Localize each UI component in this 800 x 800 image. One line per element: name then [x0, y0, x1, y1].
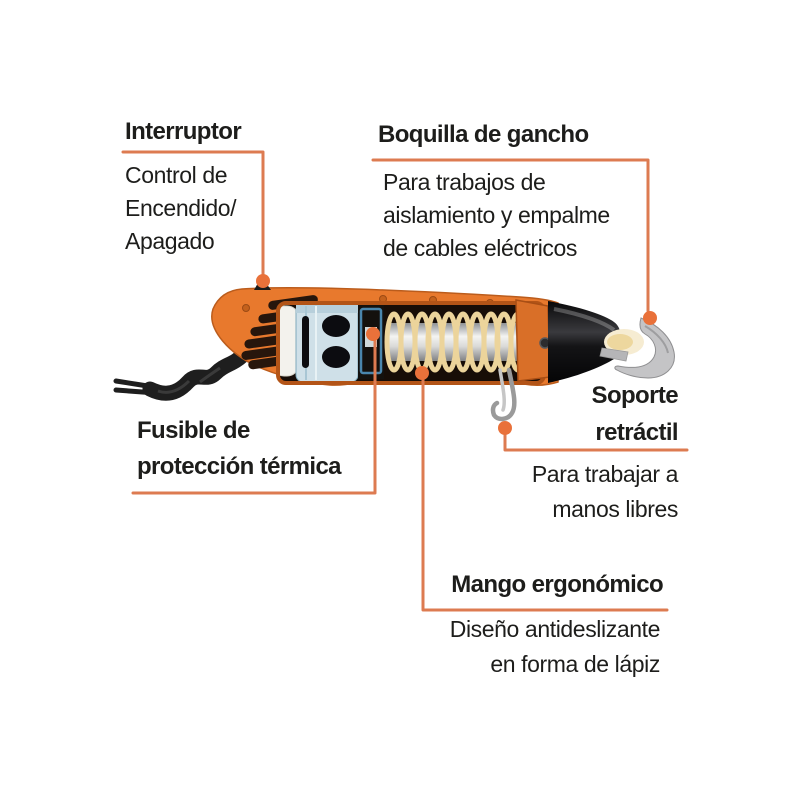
- text-line: Para trabajos de: [383, 169, 546, 195]
- callout-title-interruptor: Interruptor: [125, 118, 242, 145]
- callout-dot-interruptor: [256, 274, 270, 288]
- callout-title-fusible: Fusible de protección térmica: [137, 413, 342, 485]
- text-line: de cables eléctricos: [383, 235, 577, 261]
- callout-dot-fusible: [366, 327, 380, 341]
- wire-stand-icon: [490, 367, 517, 422]
- motor: [278, 303, 359, 383]
- callout-dot-boquilla: [643, 311, 657, 325]
- text-line: manos libres: [552, 496, 678, 522]
- callout-title-mango: Mango ergonómico: [451, 571, 663, 598]
- callout-line-fusible: [131, 339, 377, 495]
- callout-line-mango: [421, 378, 669, 612]
- text-line: Diseño antideslizante: [449, 616, 661, 642]
- callout-desc-soporte: Para trabajar a manos libres: [531, 457, 679, 527]
- text-line: Apagado: [125, 228, 215, 254]
- callout-dot-soporte: [498, 421, 512, 435]
- callout-desc-interruptor: Control de Encendido/ Apagado: [125, 159, 236, 258]
- callout-line-boquilla: [371, 158, 650, 313]
- cutaway-opening: [276, 299, 551, 385]
- hook-nozzle-icon: [599, 317, 675, 379]
- callout-line-interruptor: [121, 150, 265, 277]
- text-line: en forma de lápiz: [490, 651, 660, 677]
- text-line: Encendido/: [125, 195, 237, 221]
- text-line: Control de: [125, 162, 228, 188]
- callout-title-boquilla: Boquilla de gancho: [378, 121, 589, 148]
- text-line: Fusible de: [137, 417, 250, 444]
- text-line: Para trabajar a: [531, 461, 679, 487]
- heat-glow: [604, 329, 644, 355]
- power-cord-icon: [113, 344, 254, 401]
- text-line: aislamiento y empalme: [383, 202, 610, 228]
- text-line: Soporte: [591, 382, 679, 409]
- callout-dot-mango: [415, 366, 429, 380]
- thermal-fuse: [358, 305, 384, 379]
- callout-desc-boquilla: Para trabajos de aislamiento y empalme d…: [383, 166, 610, 265]
- text-line: protección térmica: [137, 453, 342, 480]
- text-line: retráctil: [595, 419, 678, 446]
- callout-desc-mango: Diseño antideslizante en forma de lápiz: [449, 612, 661, 682]
- callout-line-soporte: [503, 431, 689, 452]
- callout-title-soporte: Soporte retráctil: [591, 377, 679, 451]
- nozzle: [548, 301, 620, 383]
